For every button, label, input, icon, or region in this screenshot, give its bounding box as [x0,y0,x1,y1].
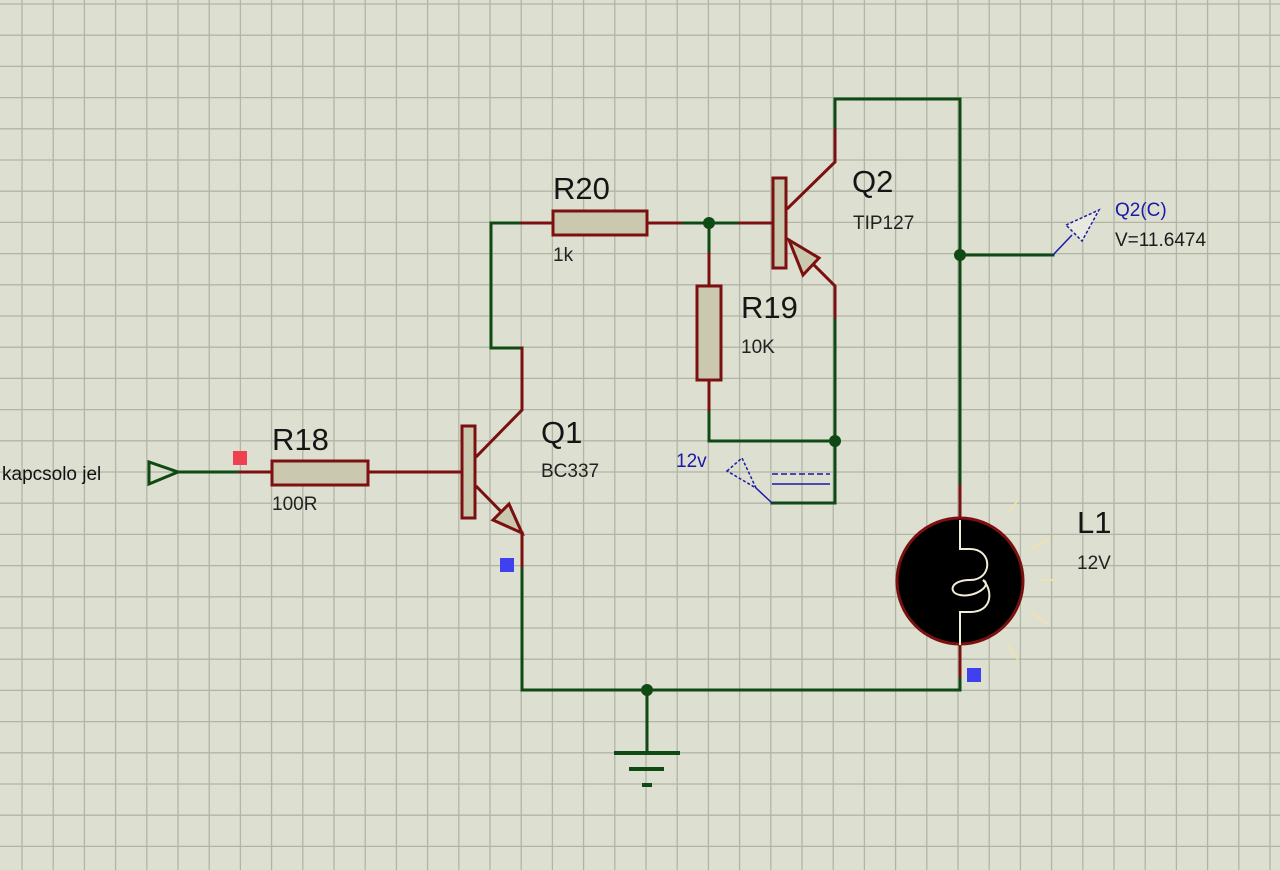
resistor-r19[interactable]: R19 10K [695,252,798,412]
resistor-body [695,284,723,382]
probe-arrow-icon [1064,208,1101,243]
filament-icon [951,520,991,645]
lamp-l1[interactable]: L1 12V [895,484,1111,678]
r20-ref: R20 [553,171,610,206]
resistor-body [270,459,370,487]
supply-terminal-label: 12v [676,451,707,472]
supply-terminal[interactable]: 12v [676,451,830,504]
logic-state-low-indicator[interactable] [500,558,514,572]
junction-dot [703,217,715,229]
r18-ref: R18 [272,422,329,457]
ground-symbol[interactable] [614,751,680,787]
wire-ground-bus[interactable] [520,564,962,692]
q1-ref: Q1 [541,415,582,450]
r19-value: 10K [741,337,775,358]
probe-reading: V=11.6474 [1115,230,1206,251]
r20-value: 1k [553,245,574,266]
wire-r19-bottom[interactable] [707,408,837,443]
voltage-probe[interactable]: Q2(C) V=11.6474 [1052,200,1206,256]
logic-state-high-indicator[interactable] [233,451,247,465]
light-rays-icon [1007,499,1058,661]
input-terminal-label: kapcsolo jel [2,464,101,485]
resistor-body [551,209,649,237]
junction-dot [954,249,966,261]
wire-q2c-lamp[interactable] [833,97,962,488]
emitter-arrow-icon [785,236,822,278]
transistor-q1[interactable]: Q1 BC337 [428,346,599,568]
l1-value: 12V [1077,553,1111,574]
junction-dot [829,435,841,447]
q2-ref: Q2 [852,164,893,199]
r18-value: 100R [272,494,317,515]
q1-value: BC337 [541,461,599,482]
q2-value: TIP127 [853,213,914,234]
input-terminal[interactable]: kapcsolo jel [2,459,183,487]
transistor-q2[interactable]: Q2 TIP127 [738,128,914,319]
junction-dot [641,684,653,696]
wire-q1c-r20[interactable] [489,221,524,350]
transistor-base-bar [460,424,477,520]
wires [178,97,1055,754]
probe-name: Q2(C) [1115,200,1167,221]
r19-ref: R19 [741,290,798,325]
junctions [641,217,966,696]
terminal-arrow-icon [725,456,758,490]
wire-q2e-supply[interactable] [770,315,837,505]
resistor-r20[interactable]: R20 1k [520,171,682,266]
logic-state-low-indicator[interactable] [967,668,981,682]
terminal-arrow-icon [147,459,183,487]
emitter-arrow-icon [490,501,525,536]
l1-ref: L1 [1077,505,1111,540]
transistor-base-bar [771,176,788,270]
resistor-r18[interactable]: R18 100R [238,422,432,515]
